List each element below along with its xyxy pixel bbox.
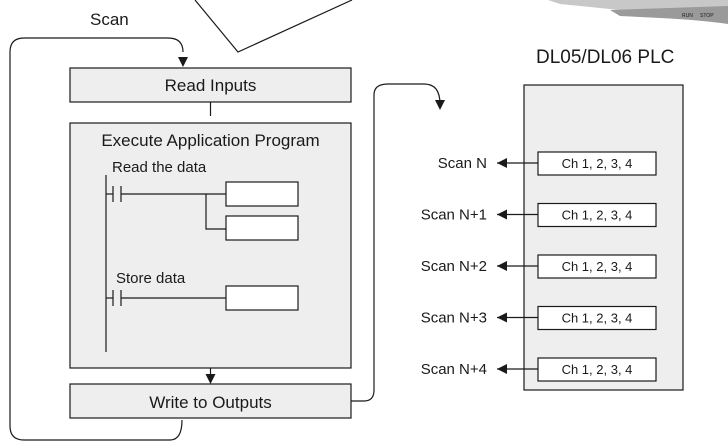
channel-label: Ch 1, 2, 3, 4: [562, 259, 633, 274]
scan-row-arrow: [497, 261, 507, 271]
channel-box: [537, 151, 657, 176]
channel-label: Ch 1, 2, 3, 4: [562, 311, 633, 326]
scan-row-label: Scan N+2: [421, 258, 487, 275]
scan-row-label: Scan N+4: [421, 361, 487, 378]
plc-device-image: RUN STOP: [548, 0, 728, 24]
channel-box: [537, 305, 657, 331]
scan-row: Scan N+3 Ch 1, 2, 3, 4: [421, 305, 657, 331]
plc-box: [523, 84, 684, 391]
run-label: RUN: [682, 13, 693, 19]
execute-program-label: Execute Application Program: [101, 131, 319, 150]
scan-row: Scan N Ch 1, 2, 3, 4: [438, 151, 657, 176]
coil-box-1: [225, 181, 299, 207]
scan-row: Scan N+2 Ch 1, 2, 3, 4: [421, 254, 657, 279]
output-to-scan-line: [351, 83, 441, 402]
top-v-lines: [194, 0, 353, 53]
scan-row: Scan N+4 Ch 1, 2, 3, 4: [421, 357, 657, 382]
channel-label: Ch 1, 2, 3, 4: [562, 156, 633, 171]
channel-label: Ch 1, 2, 3, 4: [562, 208, 633, 223]
coil-box-2: [225, 215, 299, 241]
stop-label: STOP: [700, 13, 714, 19]
store-data-label: Store data: [116, 270, 186, 287]
channel-label: Ch 1, 2, 3, 4: [562, 362, 633, 377]
scan-row-arrow: [497, 158, 507, 168]
scan-loop-arrow: [178, 57, 188, 67]
scan-row-label: Scan N+1: [421, 207, 487, 224]
output-to-scan-arrow: [435, 100, 445, 110]
scan-row-arrow: [497, 209, 507, 220]
coil-box-3: [225, 285, 299, 311]
read-data-label: Read the data: [112, 159, 207, 176]
scan-row-arrow: [497, 364, 507, 374]
write-outputs-label: Write to Outputs: [149, 393, 272, 412]
plc-title: DL05/DL06 PLC: [536, 47, 674, 68]
scan-row-label: Scan N+3: [421, 310, 487, 327]
channel-box: [537, 254, 657, 279]
channel-box: [537, 357, 657, 382]
scan-loop-line: [9, 37, 184, 441]
channel-box: [537, 202, 657, 228]
scan-row-arrow: [497, 312, 507, 323]
scan-row-label: Scan N: [438, 155, 487, 172]
execute-program-box: [69, 122, 352, 369]
scan-label: Scan: [90, 10, 129, 29]
scan-row: Scan N+1 Ch 1, 2, 3, 4: [421, 202, 657, 228]
ladder-logic: Read the data Store data: [105, 159, 299, 352]
read-inputs-label: Read Inputs: [165, 76, 257, 95]
scan-rows: Scan N Ch 1, 2, 3, 4 Scan N+1 Ch 1, 2, 3, 4…: [421, 151, 657, 382]
write-outputs-box: [69, 383, 352, 419]
write-outputs-arrow: [205, 374, 216, 384]
